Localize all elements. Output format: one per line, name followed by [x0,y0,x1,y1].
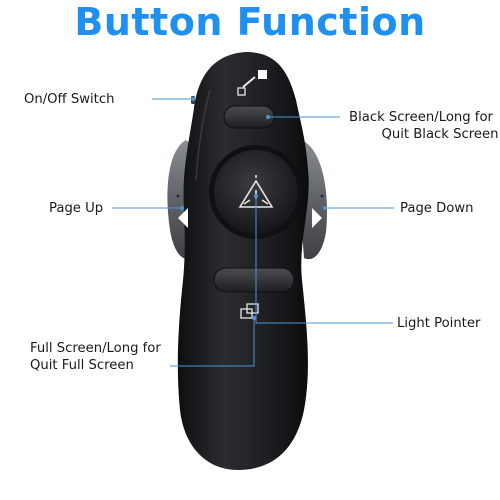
fullscreen-icon [240,303,259,319]
full-screen-label-line1: Full Screen/Long for [30,341,161,356]
full-screen-label-line2: Quit Full Screen [30,358,134,373]
callout-lines [112,96,394,367]
page-up-arrow-icon[interactable] [178,208,188,228]
page-title: Button Function [74,0,426,44]
black-screen-label-line1: Black Screen/Long for [349,110,493,125]
full-screen-label: Full Screen/Long for Quit Full Screen [30,340,161,374]
black-screen-label: Black Screen/Long for Quit Black Screen [340,109,500,143]
page-down-label: Page Down [400,201,474,216]
full-screen-button[interactable] [213,267,295,293]
page-down-arrow-icon[interactable] [312,208,322,228]
page-up-label: Page Up [49,201,104,216]
black-screen-label-line2: Quit Black Screen [381,127,499,142]
light-pointer-label: Light Pointer [397,316,481,331]
on-off-switch-label: On/Off Switch [24,92,115,107]
screen-toggle-icon [237,70,267,96]
